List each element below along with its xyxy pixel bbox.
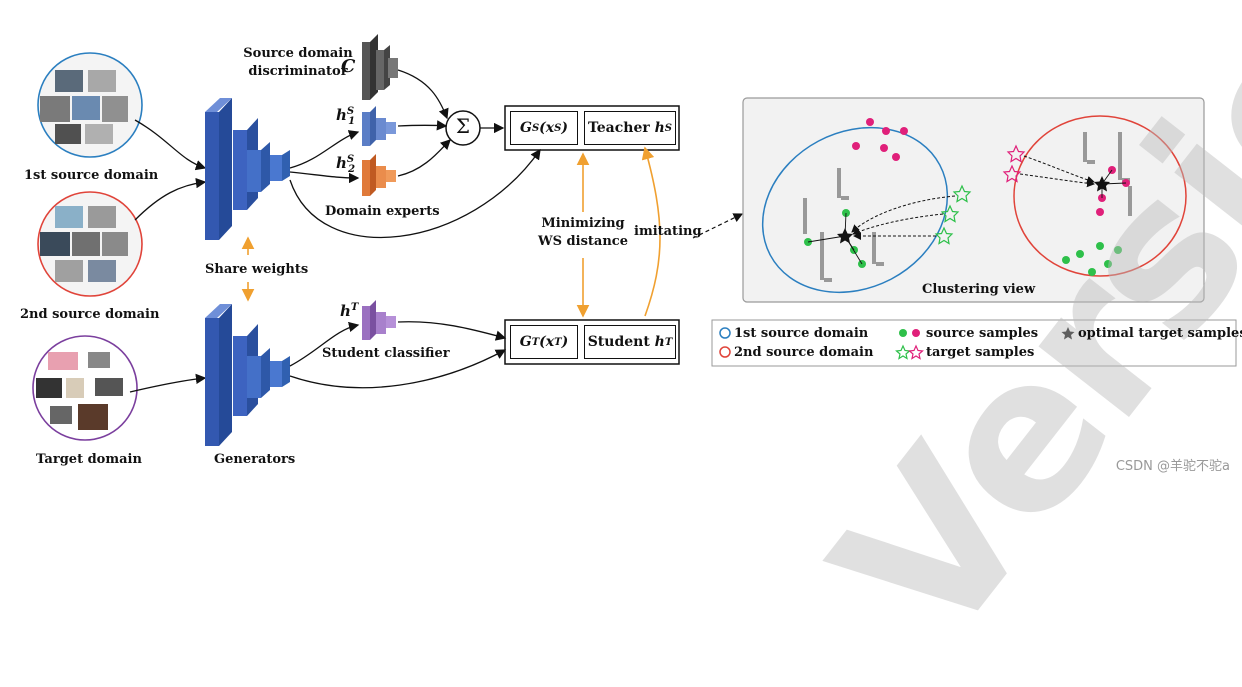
legend-src1: 1st source domain bbox=[734, 326, 869, 341]
expert1-symbol: hS1 bbox=[336, 106, 356, 127]
left-optimal-star bbox=[807, 212, 863, 265]
student-classifier-symbol: hT bbox=[340, 302, 359, 320]
target-label: Target domain bbox=[36, 452, 142, 467]
legend-target-samples: target samples bbox=[926, 345, 1035, 360]
domain-experts-label: Domain experts bbox=[325, 204, 440, 219]
legend-source-samples: source samples bbox=[926, 326, 1039, 341]
source2-label: 2nd source domain bbox=[20, 307, 160, 322]
cluster-blue-ellipse bbox=[761, 126, 949, 294]
left-target-samples bbox=[851, 184, 972, 245]
sum-symbol: Σ bbox=[455, 114, 471, 138]
source1-domain-circle bbox=[37, 52, 143, 158]
discriminator-label-line1: Source domain bbox=[243, 46, 353, 61]
left-grey-bars bbox=[803, 168, 884, 282]
teacher-frame bbox=[504, 105, 680, 151]
legend-src2: 2nd source domain bbox=[734, 345, 874, 360]
expert2-block bbox=[362, 154, 396, 196]
legend-box bbox=[711, 319, 1237, 367]
clustering-view-label: Clustering view bbox=[922, 282, 1036, 297]
target-generator bbox=[205, 304, 290, 446]
credit-text: CSDN @羊驼不驼a bbox=[1115, 459, 1230, 474]
generators-label: Generators bbox=[214, 452, 296, 467]
right-target-samples bbox=[1002, 144, 1095, 188]
source1-label: 1st source domain bbox=[24, 168, 159, 183]
target-domain-circle bbox=[32, 335, 138, 441]
share-weights-label: Share weights bbox=[205, 262, 309, 277]
source-generator bbox=[205, 98, 290, 240]
right-optimal-star bbox=[1094, 169, 1127, 198]
discriminator-label-line2: discriminator bbox=[248, 64, 348, 79]
diagram-canvas bbox=[32, 34, 1237, 446]
student-classifier-label: Student classifier bbox=[322, 346, 450, 361]
discriminator-block bbox=[362, 34, 398, 100]
expert2-symbol: hS2 bbox=[336, 154, 356, 175]
cluster-red-ellipse bbox=[1013, 115, 1187, 277]
minimizing-label-line1: Minimizing bbox=[541, 216, 625, 231]
expert1-block bbox=[362, 106, 396, 146]
discriminator-symbol: C bbox=[341, 56, 356, 77]
student-frame bbox=[504, 319, 680, 365]
imitating-label: imitating bbox=[634, 224, 702, 239]
student-classifier-block bbox=[362, 300, 396, 340]
minimizing-label-line2: WS distance bbox=[538, 234, 628, 249]
source2-domain-circle bbox=[37, 191, 143, 297]
legend-optimal: optimal target samples bbox=[1078, 326, 1242, 341]
